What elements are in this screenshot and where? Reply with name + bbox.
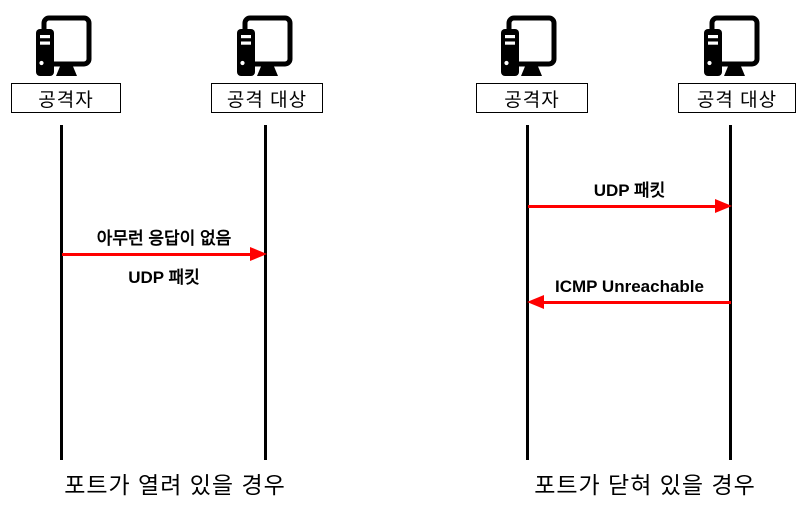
- diagram-port-open: 공격자 공격 대상 아무런 응답이 없음 UDP 패킷 포트가 열려 있을 경우: [0, 0, 345, 506]
- actor-box-attacker: 공격자: [476, 83, 588, 113]
- computer-icon: [237, 15, 293, 76]
- actor-box-target: 공격 대상: [211, 83, 323, 113]
- message-arrow-icmp-unreachable: ICMP Unreachable: [527, 277, 731, 309]
- lifeline-attacker: [60, 125, 63, 460]
- arrowhead-right-icon: [715, 199, 732, 213]
- lifeline-target: [264, 125, 267, 460]
- arrow-line: [538, 301, 731, 304]
- arrowhead-right-icon: [250, 247, 267, 261]
- message-label: UDP 패킷: [128, 268, 200, 287]
- computer-icon: [704, 15, 760, 76]
- message-arrow-udp-packet: 아무런 응답이 없음 UDP 패킷: [62, 229, 267, 287]
- actor-box-attacker: 공격자: [11, 83, 121, 113]
- diagram-port-closed: 공격자 공격 대상 UDP 패킷 ICMP Unreachable 포트가 닫혀…: [465, 0, 800, 506]
- message-label: ICMP Unreachable: [555, 277, 704, 296]
- lifeline-attacker: [526, 125, 529, 460]
- computer-icon: [36, 15, 92, 76]
- caption-port-open: 포트가 열려 있을 경우: [64, 472, 286, 498]
- actor-box-target: 공격 대상: [678, 83, 796, 113]
- computer-icon: [501, 15, 557, 76]
- caption-port-closed: 포트가 닫혀 있을 경우: [534, 472, 756, 498]
- message-label: UDP 패킷: [593, 181, 666, 200]
- arrowhead-left-icon: [527, 295, 544, 309]
- arrow-line: [62, 253, 256, 256]
- message-arrow-udp-packet: UDP 패킷: [528, 181, 732, 213]
- lifeline-target: [729, 125, 732, 460]
- message-label: 아무런 응답이 없음: [96, 229, 232, 248]
- arrow-line: [528, 205, 721, 208]
